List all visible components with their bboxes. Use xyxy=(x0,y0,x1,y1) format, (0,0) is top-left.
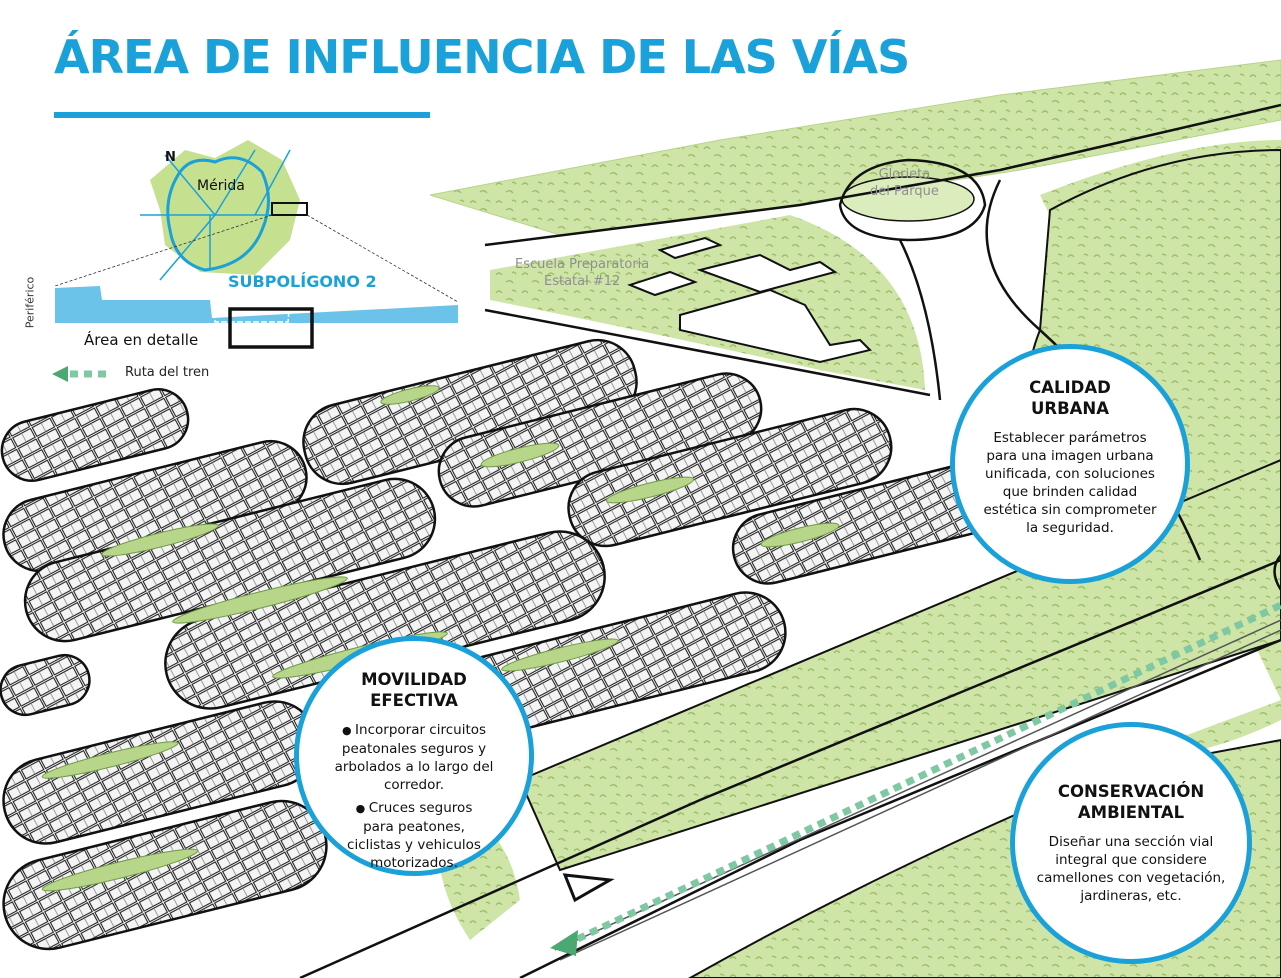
roundabout-label: Glorieta del Parque xyxy=(870,167,939,199)
callout-mobility: MOVILIDAD EFECTIVA Incorporar circuitos … xyxy=(294,636,534,876)
railway-line-2 xyxy=(559,629,1281,961)
city-label: Mérida xyxy=(197,178,245,194)
callout-urban-quality-body: Establecer parámetros para una imagen ur… xyxy=(983,430,1157,536)
train-route-label: Ruta del tren xyxy=(125,365,210,380)
detail-area-label: Área en detalle xyxy=(84,331,199,349)
subpolygon-shape xyxy=(55,286,458,323)
roads xyxy=(299,103,1281,978)
locator-inset xyxy=(52,140,459,382)
callout-conservation-body: Diseñar una sección vial integral que co… xyxy=(1036,834,1226,904)
callout-mobility-item: Cruces seguros para peatones, ciclistas … xyxy=(307,799,521,872)
detail-area-box xyxy=(228,307,314,349)
callout-mobility-item: Incorporar circuitos peatonales seguros … xyxy=(307,721,521,794)
railway-line xyxy=(554,619,1281,951)
title-underline xyxy=(54,112,430,118)
north-road-edge xyxy=(484,103,1281,247)
east-roundabout xyxy=(1273,554,1281,591)
main-avenue-edge-bottom xyxy=(519,638,1281,978)
train-route-arrow xyxy=(550,930,578,956)
subpolygon-lots xyxy=(214,297,291,323)
page-title: ÁREA DE INFLUENCIA DE LAS VÍAS xyxy=(54,30,910,84)
callout-urban-quality-heading: CALIDAD URBANA xyxy=(1029,378,1111,418)
inner-loop xyxy=(898,239,942,401)
triangle-island xyxy=(562,873,615,903)
subpolygon-label: SUBPOLÍGONO 2 xyxy=(228,272,377,291)
train-route xyxy=(563,601,1281,949)
school-buildings xyxy=(627,236,872,364)
north-road-edge-2 xyxy=(484,308,931,397)
ring-road-label: Periférico xyxy=(23,276,37,329)
callout-mobility-list: Incorporar circuitos peatonales seguros … xyxy=(307,721,521,872)
train-route-legend-arrow xyxy=(52,366,68,382)
ring-road-loop xyxy=(166,156,270,272)
callout-mobility-heading: MOVILIDAD EFECTIVA xyxy=(361,670,467,710)
subpolygon-marker xyxy=(271,202,308,216)
roundabout-outer xyxy=(838,158,987,242)
callout-conservation: CONSERVACIÓN AMBIENTAL Diseñar una secci… xyxy=(1010,722,1252,964)
callout-conservation-heading: CONSERVACIÓN AMBIENTAL xyxy=(1057,782,1205,822)
school-label: Escuela Preparatoria Estatal #12 xyxy=(515,257,650,289)
main-avenue-edge-top xyxy=(299,558,1281,978)
callout-urban-quality: CALIDAD URBANA Establecer parámetros par… xyxy=(950,344,1190,584)
north-label: N xyxy=(165,150,176,165)
